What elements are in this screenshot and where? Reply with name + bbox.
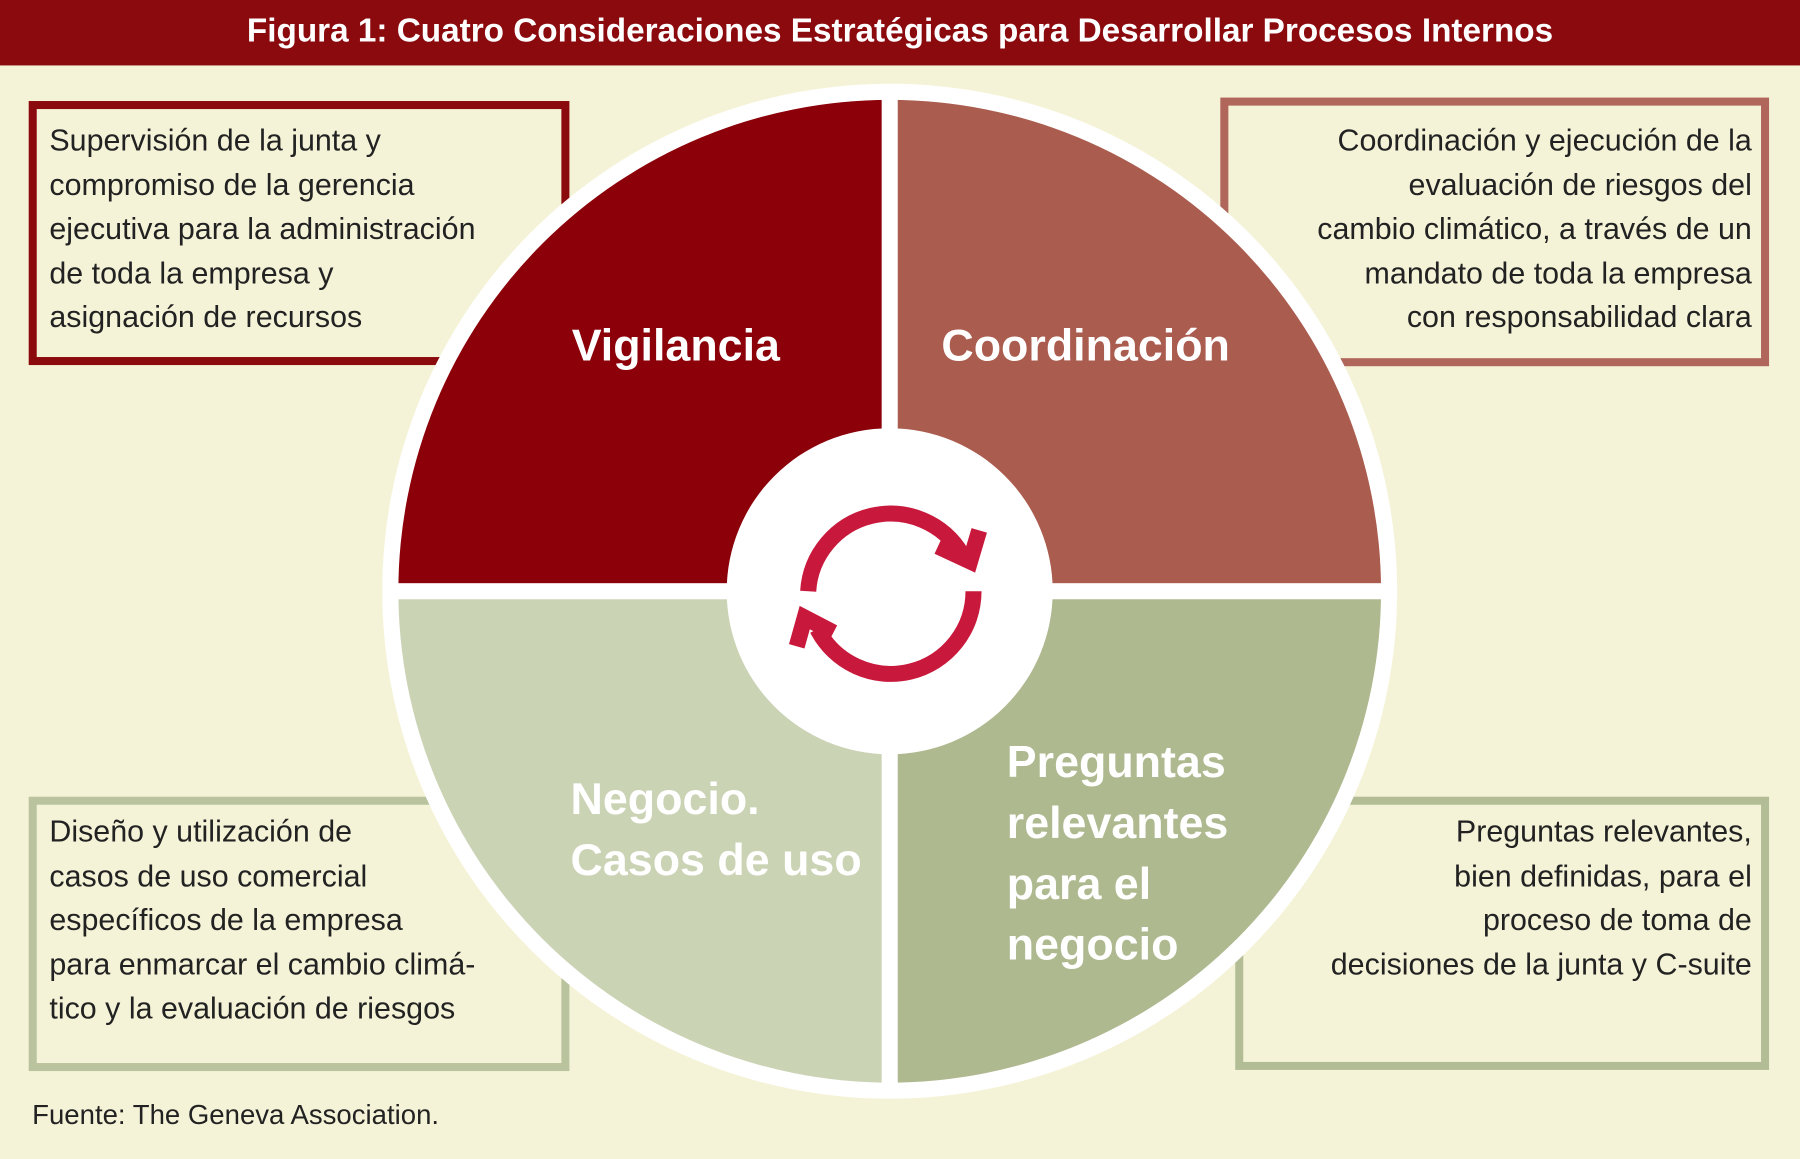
text-line: para el xyxy=(1006,859,1152,910)
text-line: proceso de toma de xyxy=(1482,902,1752,937)
text-line: de toda la empresa y xyxy=(49,255,334,290)
text-line: evaluación de riesgos del xyxy=(1408,167,1752,202)
text-line: para enmarcar el cambio climá- xyxy=(49,946,476,981)
text-line: Negocio. xyxy=(570,774,760,825)
box-bottom-right-text: Preguntas relevantes, bien definidas, pa… xyxy=(1331,809,1752,986)
label-coordinacion: Coordinación xyxy=(941,321,1230,371)
text-line: Coordinación y ejecución de la xyxy=(1337,122,1752,158)
label-vigilancia: Vigilancia xyxy=(571,321,780,371)
refresh-cycle-icon xyxy=(788,505,987,682)
text-line: específicos de la empresa xyxy=(49,902,403,937)
text-line: Preguntas xyxy=(1006,738,1226,788)
quadrant-coordinacion xyxy=(889,99,1382,592)
text-line: compromiso de la gerencia xyxy=(49,167,415,202)
text-line: decisiones de la junta y C-suite xyxy=(1330,946,1752,981)
box-bottom-left-text: Diseño y utilización de casos de uso com… xyxy=(49,809,475,1030)
text-line: negocio xyxy=(1006,920,1179,971)
label-preguntas: Preguntas relevantes para el negocio xyxy=(1007,732,1229,975)
quadrant-preguntas xyxy=(889,591,1382,1083)
figure-title: Figura 1: Cuatro Consideraciones Estraté… xyxy=(0,0,1800,66)
text-line: Casos de uso xyxy=(570,835,862,886)
label-negocio: Negocio. Casos de uso xyxy=(571,769,862,891)
quadrant-negocio xyxy=(398,591,890,1083)
box-top-left-text: Supervisión de la junta y compromiso de … xyxy=(49,118,475,339)
text-line: cambio climático, a través de un xyxy=(1317,211,1752,246)
box-top-right-text: Coordinación y ejecución de la evaluació… xyxy=(1317,118,1752,339)
quadrant-vigilancia xyxy=(398,99,890,592)
text-line: Diseño y utilización de xyxy=(49,813,353,849)
text-line: bien definidas, para el xyxy=(1454,858,1752,893)
text-line: asignación de recursos xyxy=(49,299,363,335)
text-line: Supervisión de la junta y xyxy=(49,122,381,158)
source-note: Fuente: The Geneva Association. xyxy=(32,1099,440,1131)
center-circle xyxy=(726,428,1053,755)
text-line: tico y la evaluación de riesgos xyxy=(49,990,456,1026)
text-line: casos de uso comercial xyxy=(49,858,368,893)
text-line: con responsabilidad clara xyxy=(1406,299,1752,335)
text-line: relevantes xyxy=(1006,799,1229,849)
text-line: ejecutiva para la administración xyxy=(49,211,476,246)
text-line: Preguntas relevantes, xyxy=(1455,813,1752,849)
text-line: mandato de toda la empresa xyxy=(1364,255,1752,290)
